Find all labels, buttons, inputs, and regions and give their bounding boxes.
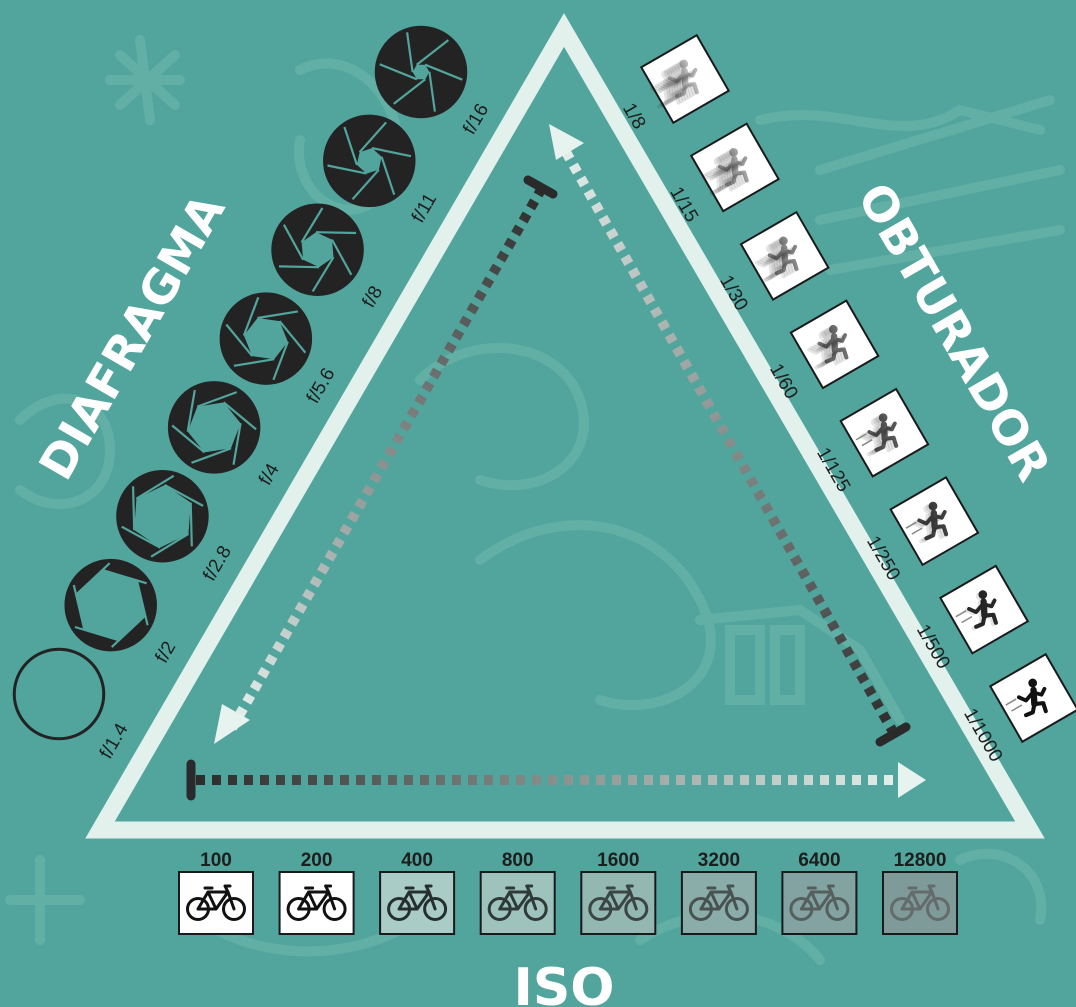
shutter-speed-item: 1/15	[665, 124, 778, 226]
running-figure-icon	[940, 566, 1027, 653]
aperture-blades-icon	[14, 649, 104, 739]
iso-value-label: 3200	[698, 850, 740, 871]
aperture-blades-icon	[324, 116, 414, 206]
aperture-stop-item: f/1.4	[14, 649, 133, 763]
iso-value-label: 1600	[597, 850, 639, 871]
iso-value-item: 1600	[581, 850, 655, 934]
iso-title: ISO	[513, 958, 614, 1007]
running-figure-icon	[891, 477, 978, 564]
aperture-stop-item: f/2	[66, 560, 181, 667]
running-figure-icon	[637, 35, 728, 125]
aperture-blades-icon	[169, 382, 259, 472]
iso-value-label: 800	[502, 850, 534, 871]
aperture-stop-label: f/1.4	[96, 720, 133, 763]
bicycle-icon	[481, 872, 555, 934]
iso-value-item: 3200	[682, 850, 756, 934]
running-figure-icon	[841, 389, 928, 476]
iso-values: 100 200 400 800 1600 3200 6400 12800	[179, 850, 957, 934]
shutter-speed-item: 1/30	[715, 212, 828, 314]
running-figure-icon	[690, 124, 779, 212]
aperture-blades-icon	[376, 27, 466, 117]
shutter-speed-item: 1/60	[765, 301, 878, 403]
shutter-speed-item: 1/250	[862, 477, 978, 584]
aperture-stop-label: f/4	[255, 460, 284, 489]
iso-value-item: 6400	[782, 850, 856, 934]
aperture-blades-icon	[273, 205, 363, 295]
aperture-blades-icon	[221, 294, 311, 384]
bicycle-icon	[280, 872, 354, 934]
iso-value-item: 200	[280, 850, 354, 934]
iso-value-label: 6400	[798, 850, 840, 871]
aperture-stop-label: f/8	[358, 283, 387, 312]
bicycle-icon	[581, 872, 655, 934]
aperture-stop-item: f/8	[273, 205, 388, 312]
bicycle-icon	[179, 872, 253, 934]
shutter-speed-item: 1/8	[618, 35, 729, 133]
bicycle-icon	[682, 872, 756, 934]
bicycle-icon	[380, 872, 454, 934]
running-figure-icon	[791, 301, 878, 388]
shutter-speed-item: 1/500	[912, 566, 1028, 673]
aperture-stop-label: f/2	[152, 638, 181, 667]
iso-arrow	[191, 762, 926, 798]
iso-value-item: 100	[179, 850, 253, 934]
aperture-stop-item: f/4	[169, 382, 284, 489]
iso-value-label: 400	[401, 850, 433, 871]
iso-value-item: 800	[481, 850, 555, 934]
aperture-blades-icon	[117, 471, 207, 561]
aperture-stop-label: f/2.8	[199, 542, 236, 585]
iso-value-label: 100	[200, 850, 232, 871]
iso-value-item: 12800	[883, 850, 957, 934]
shutter-speed-item: 1/125	[812, 389, 928, 496]
bicycle-icon	[782, 872, 856, 934]
running-figure-icon	[741, 212, 828, 299]
iso-value-label: 200	[301, 850, 333, 871]
aperture-stop-label: f/16	[459, 100, 493, 138]
running-figure-icon	[990, 654, 1076, 741]
iso-value-label: 12800	[894, 850, 947, 871]
aperture-stop-label: f/5.6	[303, 365, 340, 408]
aperture-stop-label: f/11	[408, 190, 441, 227]
aperture-blades-icon	[66, 560, 156, 650]
bicycle-icon	[883, 872, 957, 934]
iso-value-item: 400	[380, 850, 454, 934]
